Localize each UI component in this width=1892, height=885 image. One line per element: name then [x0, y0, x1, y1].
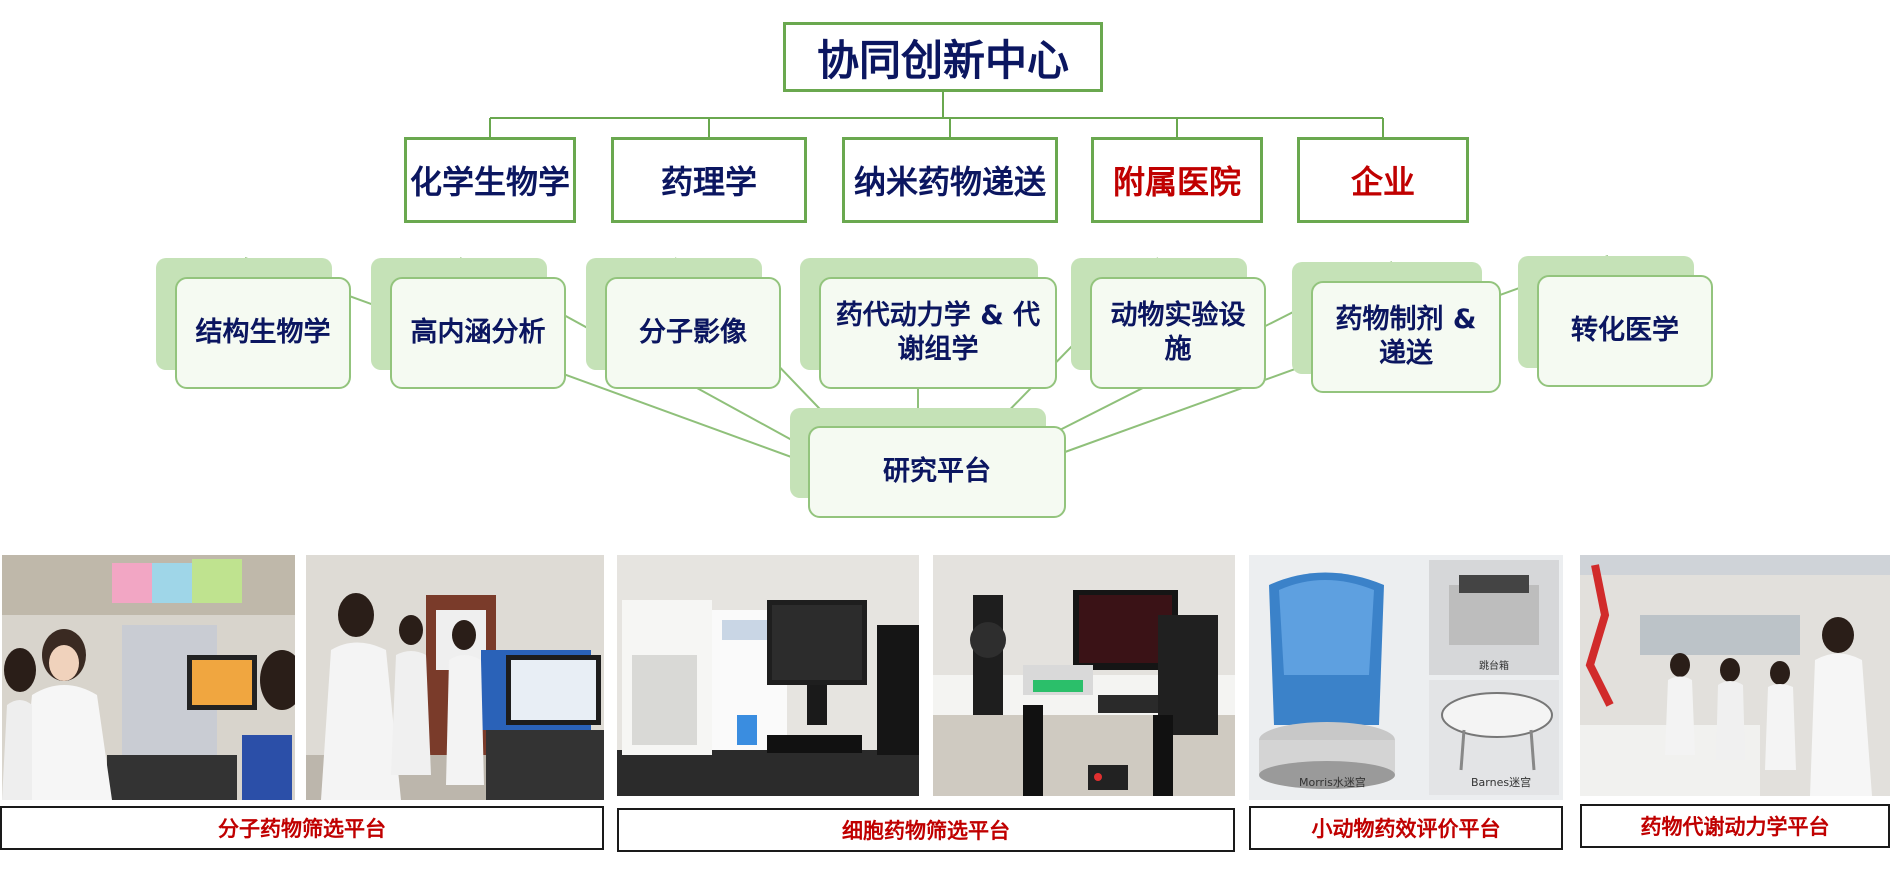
- dept-pharmacology: 药理学: [611, 137, 807, 223]
- caption-cell-drug-screening: 细胞药物筛选平台: [617, 808, 1235, 852]
- platform-structural-biology: 结构生物学: [175, 277, 351, 389]
- dept-label: 纳米药物递送: [853, 163, 1046, 201]
- hub-label: 研究平台: [883, 456, 991, 487]
- caption-small-animal-efficacy: 小动物药效评价平台: [1249, 806, 1563, 850]
- platform-high-content-analysis: 高内涵分析: [390, 277, 566, 389]
- photo-microscope-station: [933, 555, 1235, 796]
- root-label: 协同创新中心: [816, 35, 1069, 85]
- dept-label: 附属医院: [1112, 163, 1241, 201]
- platform-label: 药物制剂 & 递送: [1335, 304, 1477, 369]
- research-platform-hub: 研究平台: [808, 426, 1066, 518]
- platform-formulation-delivery: 药物制剂 & 递送: [1311, 281, 1501, 393]
- dept-label: 药理学: [660, 163, 757, 201]
- photo-lab-scientist: [2, 555, 295, 800]
- caption-label: 分子药物筛选平台: [218, 817, 386, 841]
- platform-animal-facility: 动物实验设施: [1090, 277, 1266, 389]
- platform-label: 动物实验设施: [1110, 300, 1246, 365]
- dept-nano-delivery: 纳米药物递送: [842, 137, 1058, 223]
- photo-pk-lab: [1580, 555, 1890, 796]
- caption-pharmacokinetics: 药物代谢动力学平台: [1580, 804, 1890, 848]
- platform-pk-metabolomics: 药代动力学 & 代谢组学: [819, 277, 1057, 389]
- caption-label: 药物代谢动力学平台: [1640, 815, 1830, 839]
- platform-molecular-imaging: 分子影像: [605, 277, 781, 389]
- caption-label: 小动物药效评价平台: [1311, 817, 1501, 841]
- dept-affiliated-hospital: 附属医院: [1091, 137, 1263, 223]
- root-node: 协同创新中心: [783, 22, 1103, 92]
- platform-label: 药代动力学 & 代谢组学: [835, 300, 1041, 365]
- morris-maze-caption: Morris水迷宫: [1299, 776, 1366, 789]
- photo-animal-mazes: Morris水迷宫 Barnes迷宫 跳台箱: [1249, 555, 1563, 800]
- platform-label: 结构生物学: [195, 317, 331, 348]
- dept-label: 化学生物学: [409, 163, 570, 201]
- platform-label: 高内涵分析: [410, 317, 546, 348]
- barnes-maze-caption: Barnes迷宫: [1471, 776, 1532, 789]
- dept-enterprise: 企业: [1297, 137, 1469, 223]
- platform-label: 分子影像: [639, 317, 747, 348]
- platform-translational-medicine: 转化医学: [1537, 275, 1713, 387]
- caption-label: 细胞药物筛选平台: [842, 819, 1010, 843]
- platform-label: 转化医学: [1571, 315, 1679, 346]
- photo-lab-group: [306, 555, 604, 800]
- caption-molecular-drug-screening: 分子药物筛选平台: [0, 806, 604, 850]
- shuttle-box-caption: 跳台箱: [1479, 661, 1509, 672]
- photo-cell-analyzer: [617, 555, 919, 796]
- dept-label: 企业: [1350, 163, 1415, 201]
- dept-chemical-biology: 化学生物学: [404, 137, 576, 223]
